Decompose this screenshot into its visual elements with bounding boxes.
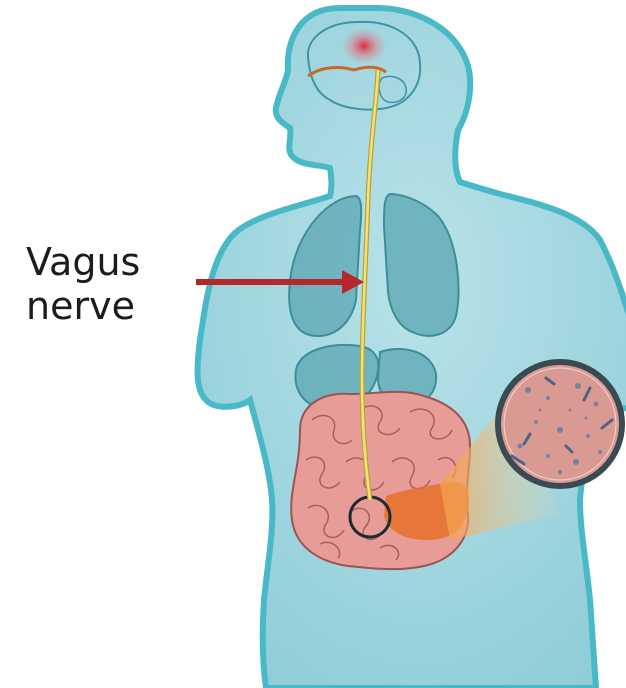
brain-glow: [342, 28, 386, 64]
microbe-circle: [498, 362, 622, 486]
body-silhouette: [198, 8, 626, 688]
label-line-1: Vagus: [26, 240, 140, 284]
vagus-nerve-label: Vagus nerve: [26, 240, 140, 328]
cerebellum: [379, 76, 406, 102]
label-line-2: nerve: [26, 284, 140, 328]
